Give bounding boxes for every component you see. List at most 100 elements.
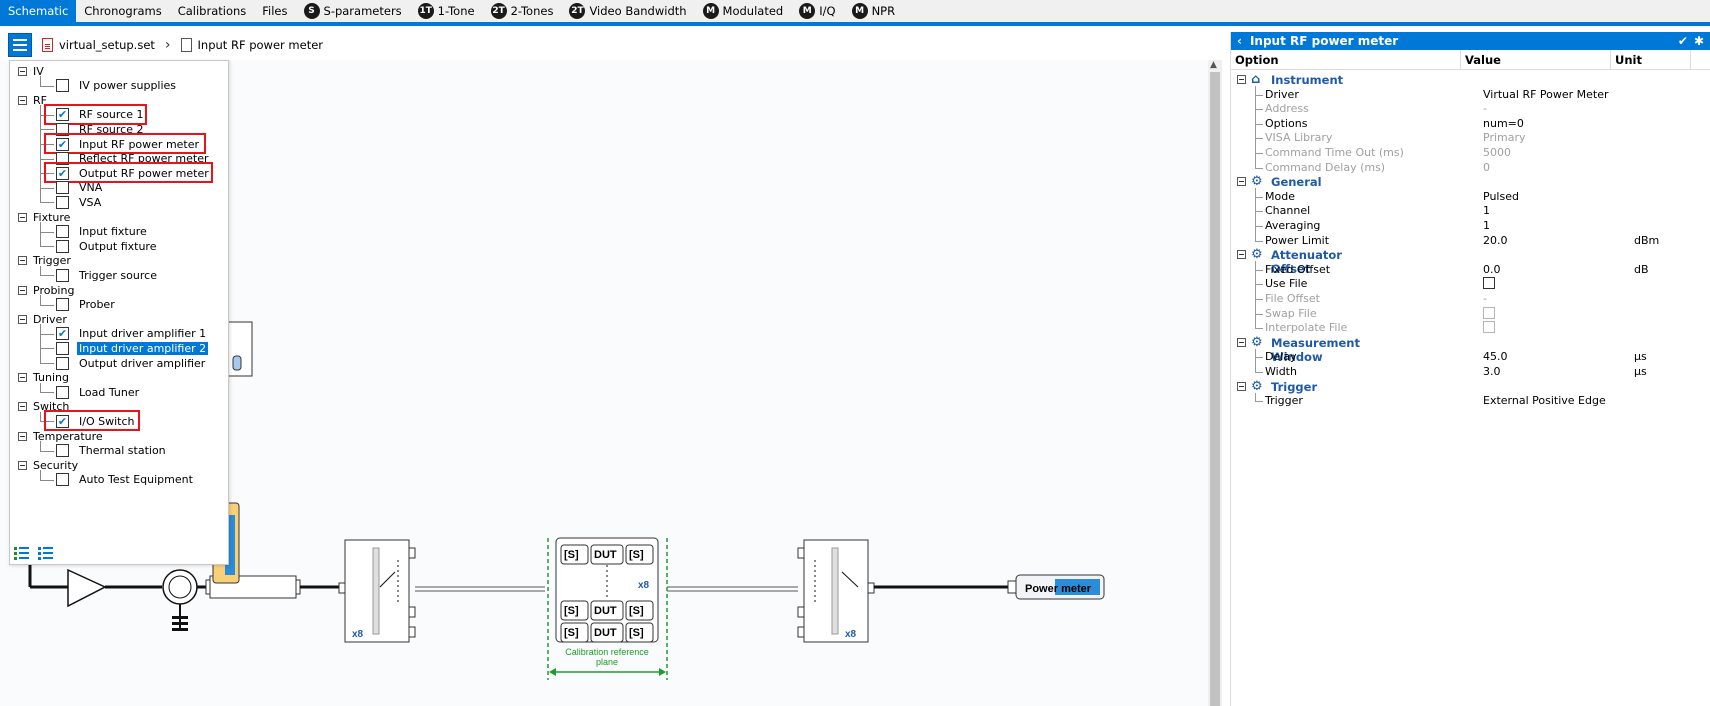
tree-group-trigger[interactable]: Trigger — [10, 253, 71, 269]
checkbox[interactable] — [56, 341, 69, 355]
property-value[interactable]: 3.0 — [1483, 365, 1501, 378]
property-value[interactable]: 20.0 — [1483, 233, 1508, 247]
collapse-icon[interactable] — [18, 373, 27, 383]
tree-item-auto-test-equipment[interactable]: Auto Test Equipment — [56, 472, 195, 488]
tree-item-rf-source-2[interactable]: RF source 2 — [56, 121, 146, 137]
tree-item-input-fixture[interactable]: Input fixture — [56, 224, 149, 240]
list-icon[interactable] — [38, 546, 54, 560]
property-value[interactable]: num=0 — [1483, 116, 1524, 130]
property-row-address[interactable]: Address- — [1231, 101, 1691, 117]
property-value[interactable]: 0.0 — [1483, 262, 1501, 276]
canvas-vertical-scrollbar[interactable]: ▲ — [1208, 60, 1222, 706]
checkbox[interactable] — [56, 195, 69, 209]
tree-item-input-rf-power-meter[interactable]: ✔Input RF power meter — [56, 136, 201, 152]
check-icon[interactable]: ✔ — [1677, 34, 1688, 48]
tree-item-thermal-station[interactable]: Thermal station — [56, 443, 168, 459]
collapse-icon[interactable] — [18, 256, 27, 266]
collapse-icon[interactable] — [18, 285, 27, 295]
checkbox[interactable] — [56, 225, 69, 239]
tree-group-tuning[interactable]: Tuning — [10, 370, 69, 386]
tree-item-trigger-source[interactable]: Trigger source — [56, 267, 159, 283]
collapse-icon[interactable] — [18, 66, 27, 76]
tree-item-vsa[interactable]: VSA — [56, 194, 103, 210]
collapse-icon[interactable] — [1237, 337, 1246, 347]
tree-group-switch[interactable]: Switch — [10, 399, 69, 415]
collapse-icon[interactable] — [18, 402, 27, 412]
collapse-icon[interactable] — [18, 431, 27, 441]
tree-group-probing[interactable]: Probing — [10, 282, 74, 298]
tree-item-output-fixture[interactable]: Output fixture — [56, 238, 158, 254]
property-row-command-delay-ms-[interactable]: Command Delay (ms)0 — [1231, 160, 1691, 176]
tab-schematic[interactable]: Schematic — [0, 0, 77, 22]
tree-group-rf[interactable]: RF — [10, 92, 47, 108]
collapse-icon[interactable] — [18, 314, 27, 324]
tree-item-rf-source-1[interactable]: ✔RF source 1 — [56, 107, 146, 123]
checkbox[interactable]: ✔ — [56, 137, 69, 151]
property-row-swap-file[interactable]: Swap File — [1231, 306, 1691, 322]
collapse-icon[interactable] — [1237, 75, 1246, 84]
breadcrumb-page[interactable]: Input RF power meter — [180, 38, 323, 52]
collapse-icon[interactable] — [1237, 250, 1246, 260]
property-value[interactable]: 1 — [1483, 204, 1490, 218]
checkbox[interactable] — [56, 79, 69, 93]
column-option[interactable]: Option — [1231, 50, 1461, 69]
tree-group-security[interactable]: Security — [10, 457, 78, 473]
checkbox[interactable] — [56, 298, 69, 312]
property-row-use-file[interactable]: Use File — [1231, 276, 1691, 292]
pin-icon[interactable]: ✱ — [1693, 34, 1704, 48]
property-checkbox[interactable] — [1483, 277, 1495, 290]
property-value[interactable]: Pulsed — [1483, 189, 1519, 203]
tree-group-driver[interactable]: Driver — [10, 311, 67, 327]
scrollbar-thumb[interactable] — [1210, 72, 1220, 706]
tree-item-iv-power-supplies[interactable]: IV power supplies — [56, 78, 178, 94]
collapse-icon[interactable] — [1237, 381, 1246, 391]
checkbox[interactable] — [56, 385, 69, 399]
scroll-up-icon[interactable]: ▲ — [1210, 60, 1217, 70]
tree-item-prober[interactable]: Prober — [56, 297, 117, 313]
circulator-symbol[interactable] — [162, 569, 198, 605]
breadcrumb-file[interactable]: virtual_setup.set — [42, 38, 155, 52]
tree-item-vna[interactable]: VNA — [56, 180, 104, 196]
property-row-file-offset[interactable]: File Offset- — [1231, 291, 1691, 307]
tree-item-input-driver-amplifier-1[interactable]: ✔Input driver amplifier 1 — [56, 326, 208, 342]
amplifier-symbol[interactable] — [67, 568, 107, 608]
checkbox[interactable] — [56, 122, 69, 136]
checked-list-icon[interactable] — [14, 546, 30, 560]
column-value[interactable]: Value — [1461, 50, 1611, 69]
checkbox[interactable] — [56, 356, 69, 370]
tree-item-input-driver-amplifier-2[interactable]: Input driver amplifier 2 — [56, 340, 209, 356]
property-value[interactable]: 45.0 — [1483, 350, 1508, 364]
collapse-icon[interactable] — [18, 212, 27, 222]
checkbox[interactable] — [56, 444, 69, 458]
property-value[interactable]: 1 — [1483, 219, 1490, 232]
tab-files[interactable]: Files — [254, 0, 295, 22]
collapse-icon[interactable] — [18, 460, 27, 470]
property-value[interactable]: Virtual RF Power Meter — [1483, 87, 1609, 101]
tree-item-reflect-rf-power-meter[interactable]: Reflect RF power meter — [56, 151, 211, 167]
collapse-icon[interactable] — [1237, 177, 1246, 187]
checkbox[interactable]: ✔ — [56, 414, 69, 428]
chevron-left-icon[interactable]: ‹ — [1237, 34, 1242, 48]
checkbox[interactable]: ✔ — [56, 166, 69, 180]
tree-item-i-o-switch[interactable]: ✔I/O Switch — [56, 413, 136, 429]
tree-group-fixture[interactable]: Fixture — [10, 209, 70, 225]
tree-item-output-driver-amplifier[interactable]: Output driver amplifier — [56, 355, 207, 371]
property-row-command-time-out-ms-[interactable]: Command Time Out (ms)5000 — [1231, 145, 1691, 161]
tree-group-temperature[interactable]: Temperature — [10, 428, 103, 444]
tree-group-iv[interactable]: IV — [10, 63, 44, 79]
checkbox[interactable] — [56, 268, 69, 282]
